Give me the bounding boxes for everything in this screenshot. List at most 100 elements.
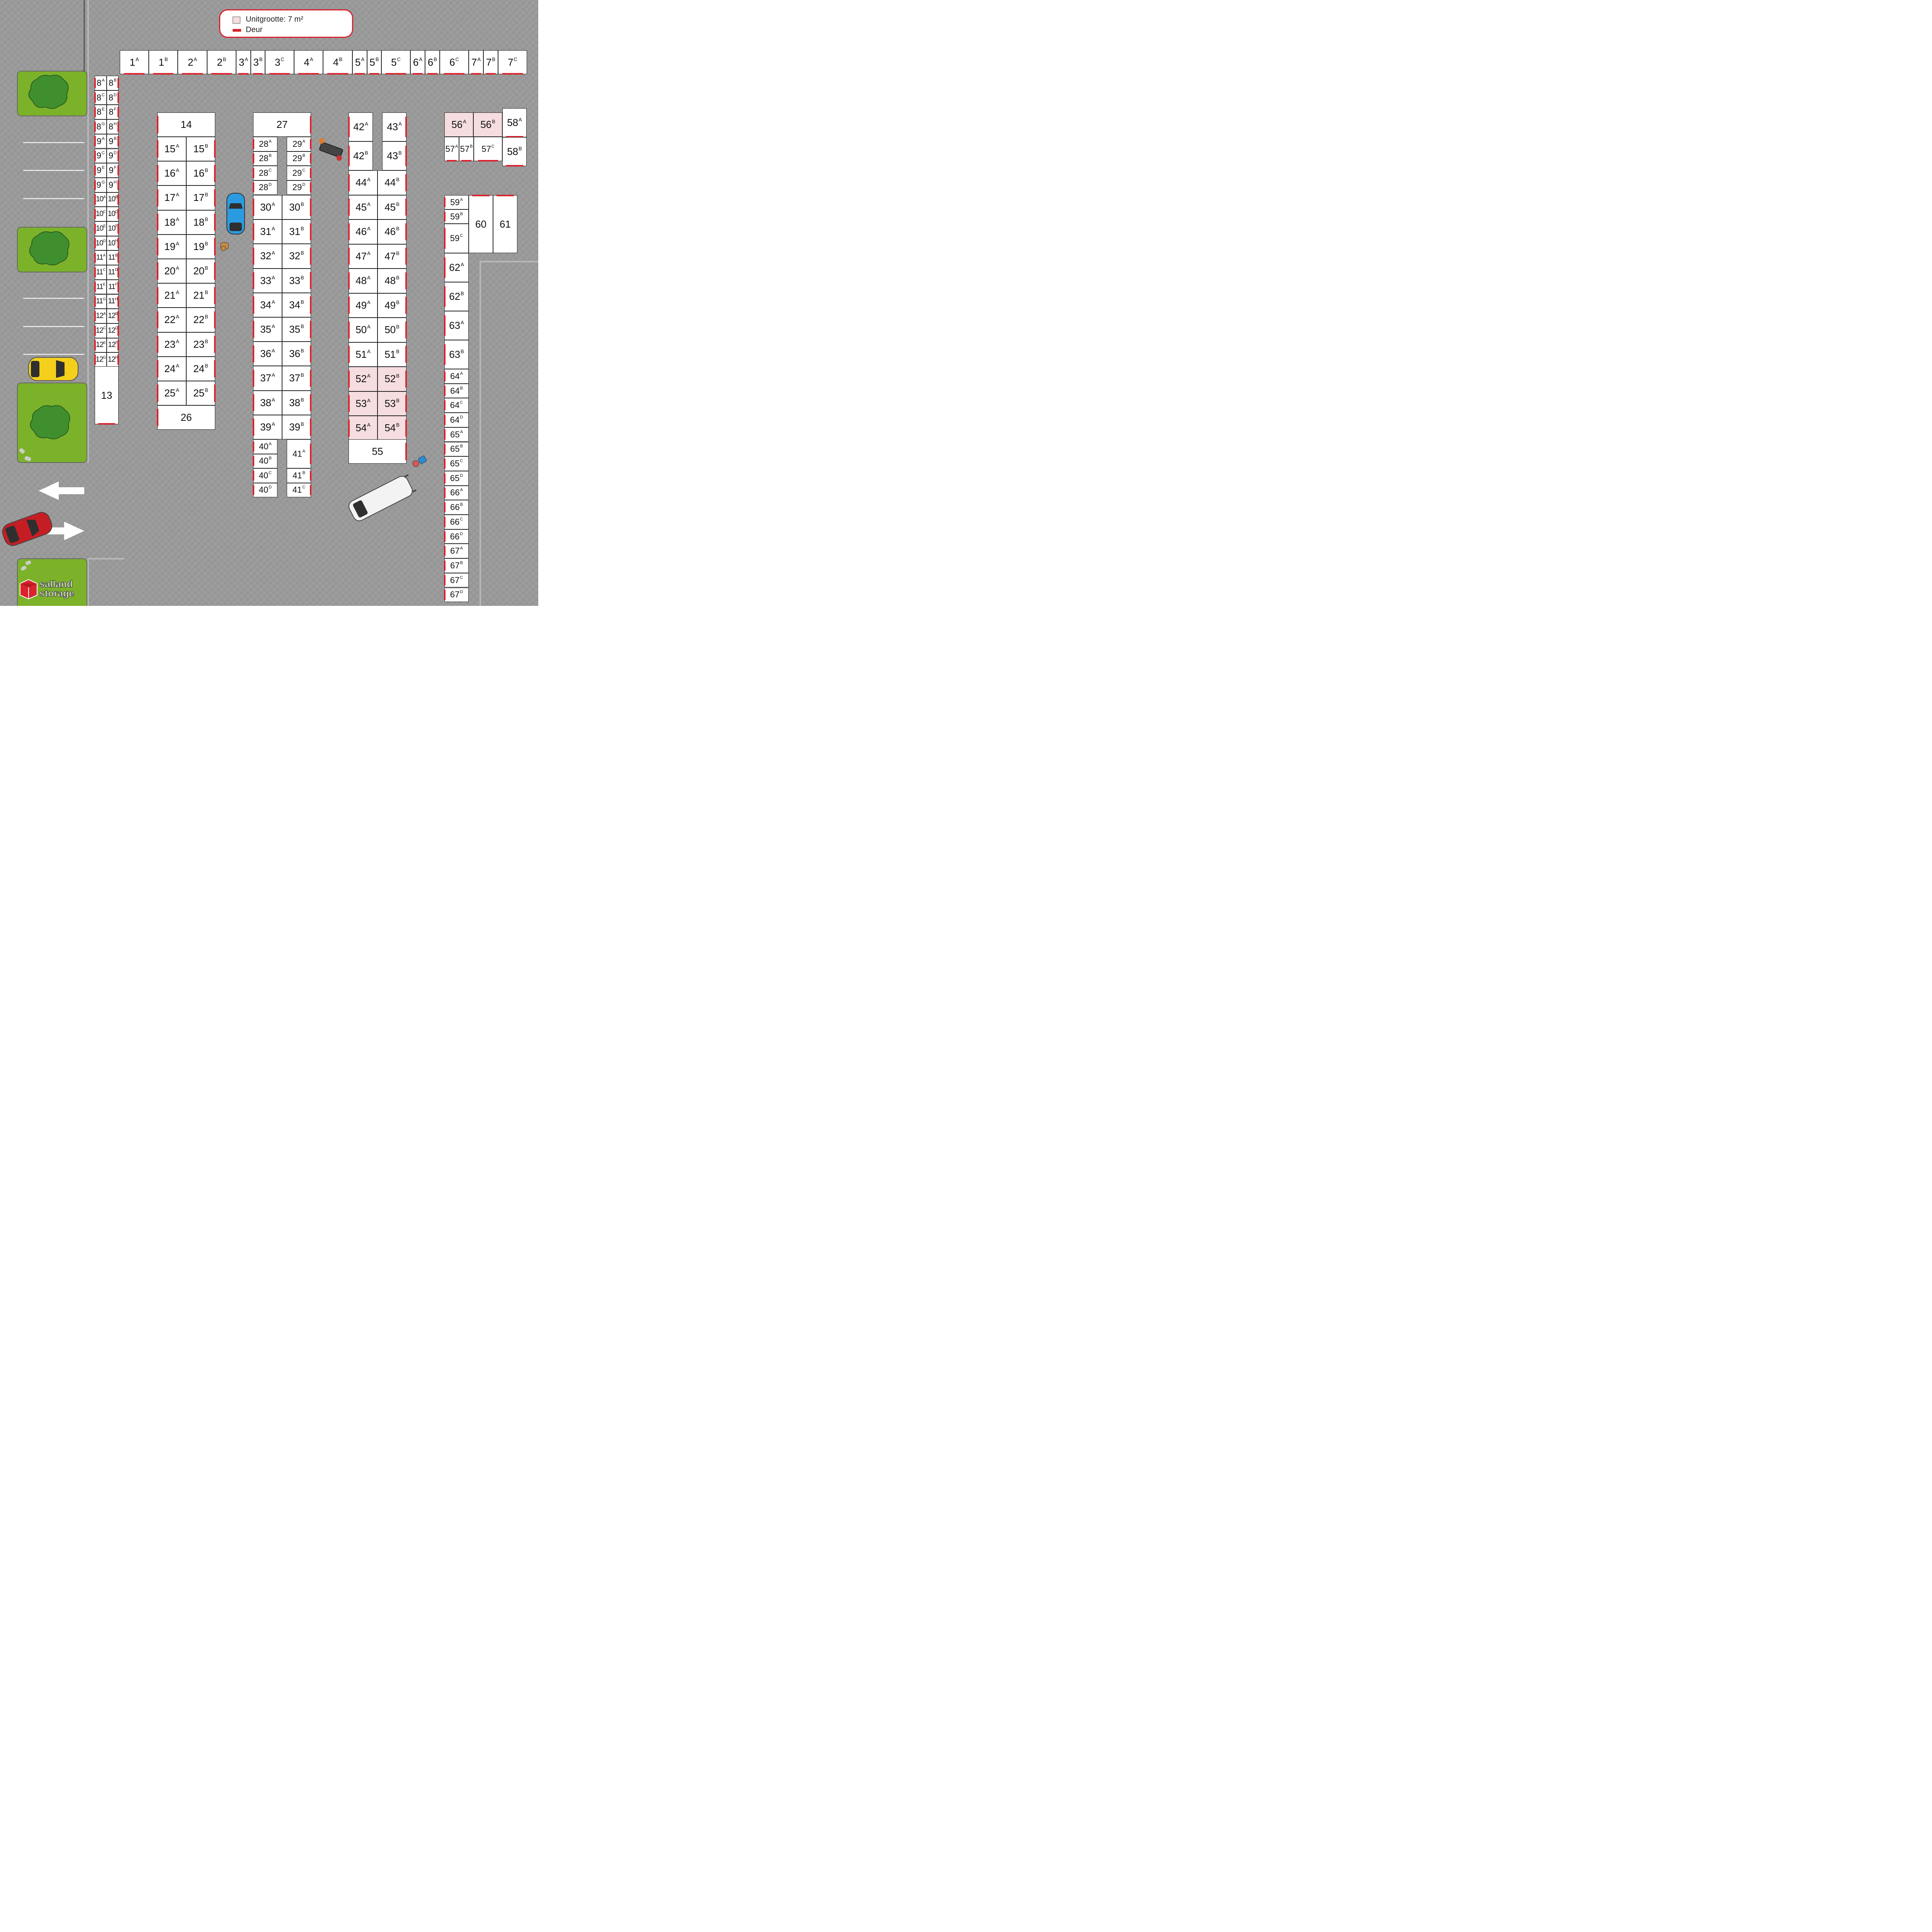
unit-13[interactable]: 13 <box>95 366 119 424</box>
unit-61[interactable]: 61 <box>493 195 517 253</box>
unit-60[interactable]: 60 <box>469 195 493 253</box>
unit-27[interactable]: 27 <box>253 112 311 137</box>
